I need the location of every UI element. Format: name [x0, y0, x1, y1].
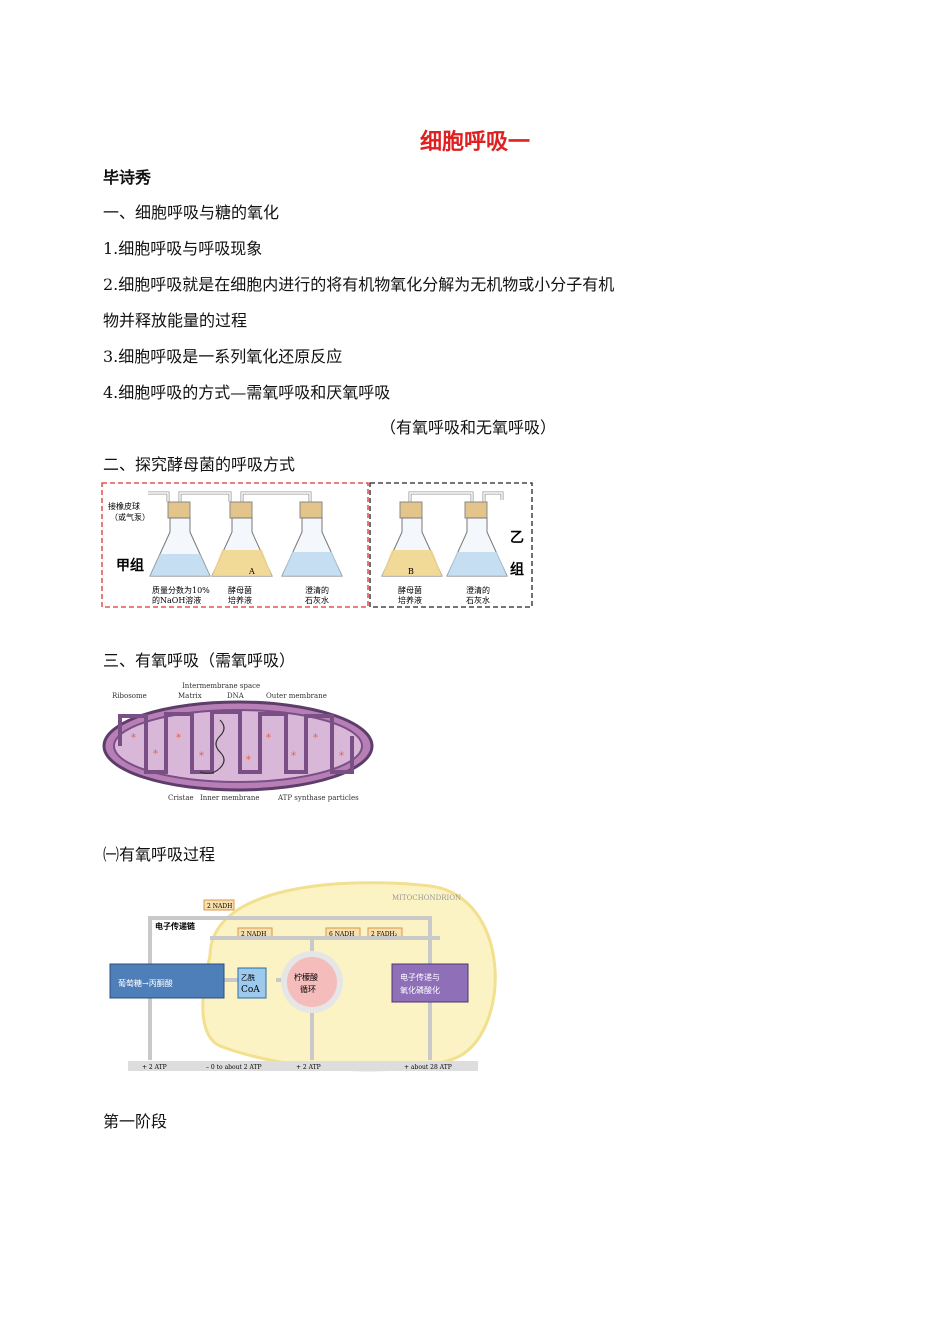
atp-fermentation: – 0 to about 2 ATP	[206, 1064, 262, 1071]
glycolysis-box	[109, 963, 225, 999]
caption: 酵母菌	[398, 585, 422, 595]
caption: 培养液	[228, 595, 252, 605]
flask-b	[381, 501, 443, 577]
section-heading: 三、有氧呼吸（需氧呼吸）	[103, 651, 296, 670]
text-line: 1.细胞呼吸与呼吸现象	[103, 239, 263, 258]
section-heading: ㈠有氧呼吸过程	[103, 845, 216, 864]
text-line: 物并释放能量的过程	[103, 311, 248, 330]
nadh-left: 2 NADH	[241, 931, 266, 938]
caption: 澄清的	[305, 585, 329, 595]
krebs-cycle	[281, 951, 343, 1013]
atp-krebs: + 2 ATP	[296, 1064, 321, 1071]
aerobic-respiration-figure: MITOCHONDRION 2 NADH 电子传递链 2 NADH 6 NADH…	[109, 881, 497, 1072]
label-atp-synthase: ATP synthase particles	[277, 794, 359, 802]
group-b-frame	[369, 482, 533, 608]
acetyl-coa-box	[237, 967, 267, 999]
label-outer-membrane: Outer membrane	[266, 692, 327, 700]
svg-text:＊: ＊	[130, 732, 137, 740]
text-line: 3.细胞呼吸是一系列氧化还原反应	[103, 347, 343, 366]
page-title: 细胞呼吸一	[419, 129, 530, 155]
group-b-label: 组	[510, 561, 524, 578]
text-line: 2.细胞呼吸就是在细胞内进行的将有机物氧化分解为无机物或小分子有机	[103, 275, 615, 294]
caption: 质量分数为10%	[152, 585, 210, 595]
caption: 的NaOH溶液	[152, 595, 201, 605]
fadh: 2 FADH₂	[371, 931, 398, 938]
group-a-frame	[101, 482, 369, 608]
atp-glycolysis: + 2 ATP	[142, 1064, 167, 1071]
svg-text:＊: ＊	[198, 750, 205, 758]
text-line: （有氧呼吸和无氧呼吸）	[380, 418, 557, 437]
flask-limewater-b	[446, 501, 508, 577]
author: 毕诗秀	[103, 168, 152, 187]
flask-b-label: B	[408, 567, 414, 576]
svg-text:＊: ＊	[245, 754, 252, 762]
label-dna: DNA	[227, 692, 245, 700]
label-matrix: Matrix	[178, 692, 202, 700]
text-line: 4.细胞呼吸的方式—需氧呼吸和厌氧呼吸	[103, 383, 391, 402]
caption: 石灰水	[305, 595, 329, 605]
dna-strand	[199, 719, 225, 774]
nadh-mid: 6 NADH	[329, 931, 354, 938]
mitochondrion-label: MITOCHONDRION	[392, 894, 461, 902]
krebs-label: 柠檬酸	[294, 972, 318, 982]
acetyl-coa-label: 乙酰	[241, 973, 255, 982]
label-ribosome: Ribosome	[112, 692, 147, 700]
section-heading: 一、细胞呼吸与糖的氧化	[103, 203, 280, 222]
group-a-label: 甲组	[116, 557, 144, 574]
yeast-experiment-figure: 接橡皮球 （或气泵） 甲组 乙 组 A B 质量分数为10% 的NaOH溶液 酵…	[101, 482, 533, 608]
svg-text:＊: ＊	[152, 748, 159, 756]
flask-naoh	[149, 501, 211, 577]
section-heading: 二、探究酵母菌的呼吸方式	[103, 455, 296, 474]
pump-label: 接橡皮球	[108, 501, 140, 511]
krebs-label: 循环	[300, 984, 316, 994]
caption: 石灰水	[466, 595, 490, 605]
flask-a	[211, 501, 273, 577]
oxphos-box	[391, 963, 469, 1003]
label-intermembrane: Intermembrane space	[182, 682, 260, 690]
flask-a-label: A	[248, 567, 255, 576]
label-inner-membrane: Inner membrane	[200, 794, 260, 802]
nadh-top: 2 NADH	[207, 903, 232, 910]
atp-oxphos: + about 28 ATP	[404, 1064, 452, 1071]
mitochondrion-figure: ＊ ＊ ＊ ＊ ＊ ＊ ＊ ＊ ＊ Ribosome Matrix Intermembran…	[102, 682, 374, 802]
svg-text:＊: ＊	[290, 750, 297, 758]
section-heading: 第一阶段	[103, 1112, 168, 1131]
svg-text:＊: ＊	[175, 732, 182, 740]
label-cristae: Cristae	[168, 794, 194, 802]
caption: 澄清的	[466, 585, 490, 595]
mitochondrion-shape	[201, 881, 497, 1072]
svg-text:＊: ＊	[312, 732, 319, 740]
oxphos-label: 氧化磷酸化	[400, 985, 440, 995]
oxphos-label: 电子传递与	[400, 972, 440, 982]
group-b-label: 乙	[510, 530, 524, 546]
pump-label: （或气泵）	[110, 512, 150, 522]
flask-limewater-a	[281, 501, 343, 577]
acetyl-coa-label: CoA	[241, 985, 260, 995]
caption: 酵母菌	[228, 585, 252, 595]
svg-text:＊: ＊	[265, 732, 272, 740]
glycolysis-label: 葡萄糖→丙酮酸	[118, 978, 173, 988]
etc-label: 电子传递链	[155, 921, 196, 931]
caption: 培养液	[398, 595, 422, 605]
svg-text:＊: ＊	[338, 750, 345, 758]
